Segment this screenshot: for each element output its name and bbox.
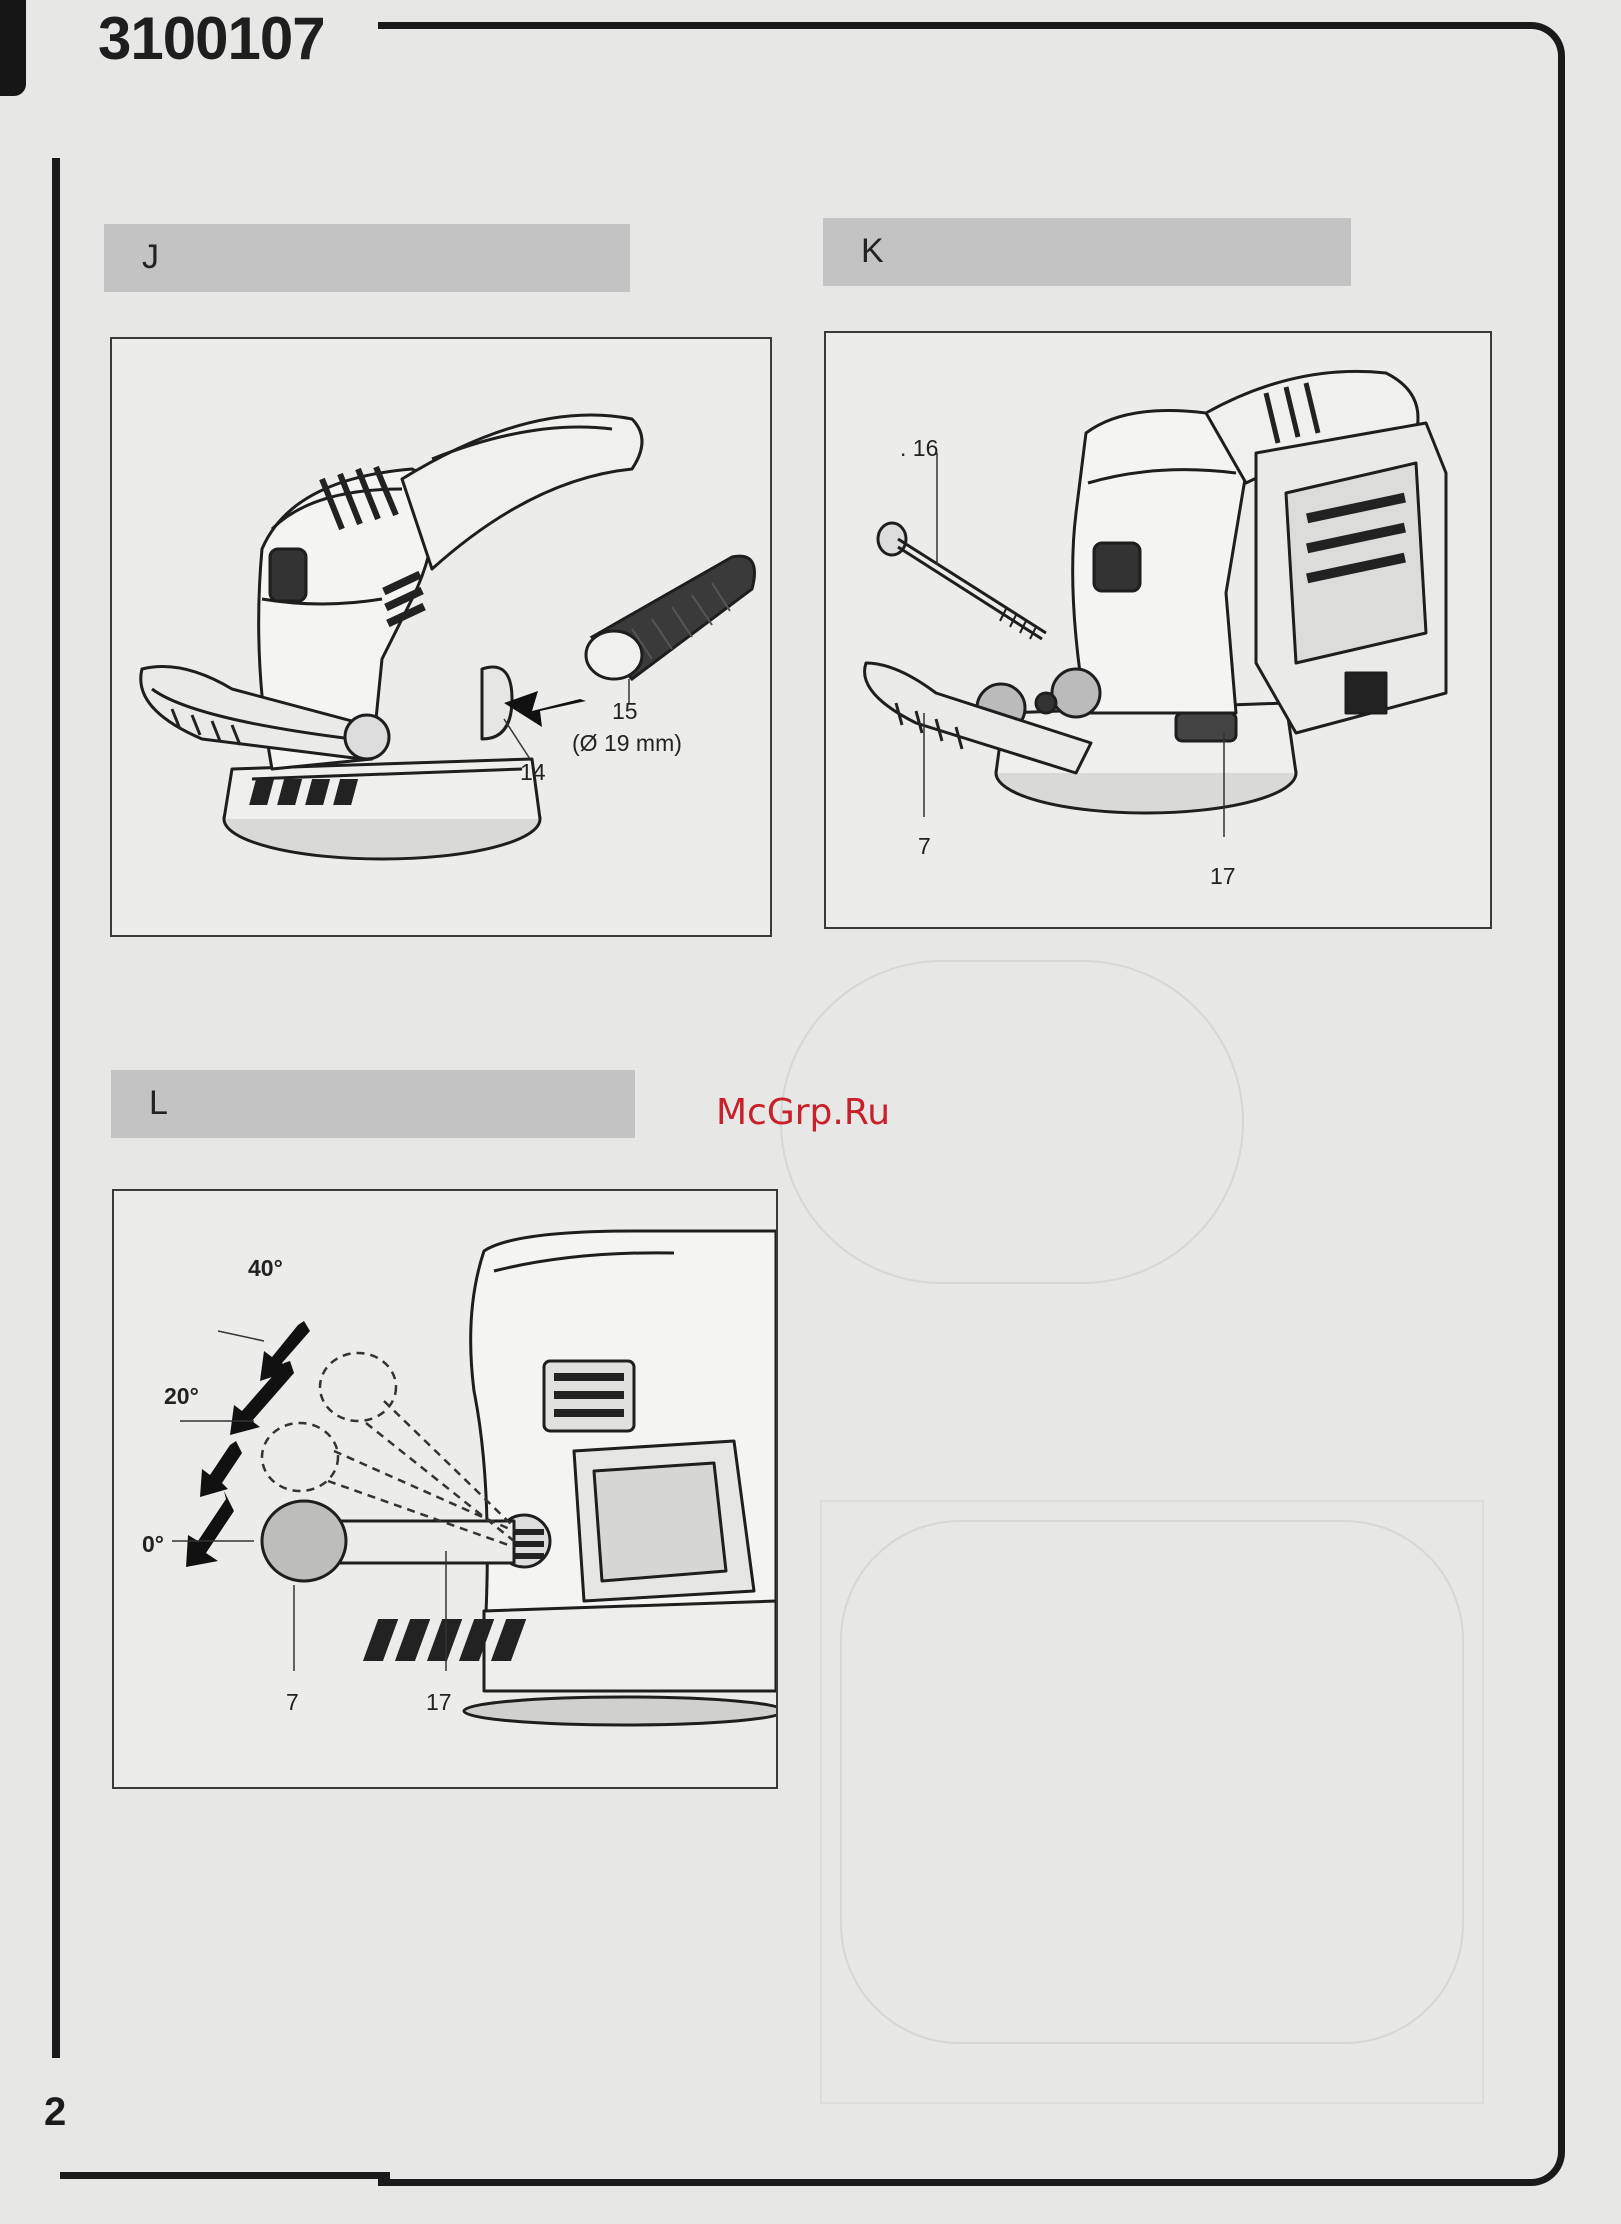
section-letter-l: L <box>149 1084 168 1123</box>
callout-angle-40: 40° <box>248 1255 283 1282</box>
callout-part-15-diameter: (Ø 19 mm) <box>572 730 682 757</box>
page-frame-bottom-rule <box>60 2172 390 2179</box>
callout-angle-20: 20° <box>164 1383 199 1410</box>
callout-part-16: . 16 <box>900 435 938 462</box>
sander-illustration-icon <box>112 339 770 935</box>
model-number: 3100107 <box>98 4 325 73</box>
dust-adapter-icon <box>586 556 755 679</box>
figure-k-handle-assembly: . 16 7 17 <box>824 331 1492 929</box>
callout-part-17: 17 <box>1210 863 1236 890</box>
callout-part-7: 7 <box>918 833 931 860</box>
section-header-j: J <box>104 224 630 292</box>
page-number: 2 <box>44 2090 66 2135</box>
callout-part-7: 7 <box>286 1689 299 1716</box>
callout-part-15: 15 <box>612 698 638 725</box>
section-letter-k: K <box>861 232 884 271</box>
watermark: McGrp.Ru <box>716 1092 890 1133</box>
screw-icon <box>878 523 1046 639</box>
figure-j-dust-adapter: 15 (Ø 19 mm) 14 <box>110 337 772 937</box>
page-tab-marker <box>0 0 26 96</box>
figure-l-handle-angles: 40° 20° 0° 7 17 <box>112 1189 778 1789</box>
section-letter-j: J <box>142 238 159 277</box>
callout-part-14: 14 <box>520 759 546 786</box>
insert-arrow-icon <box>504 691 586 727</box>
callout-angle-0: 0° <box>142 1531 164 1558</box>
left-margin-rule <box>52 158 60 2058</box>
section-header-l: L <box>111 1070 635 1138</box>
callout-part-17: 17 <box>426 1689 452 1716</box>
section-header-k: K <box>823 218 1351 286</box>
